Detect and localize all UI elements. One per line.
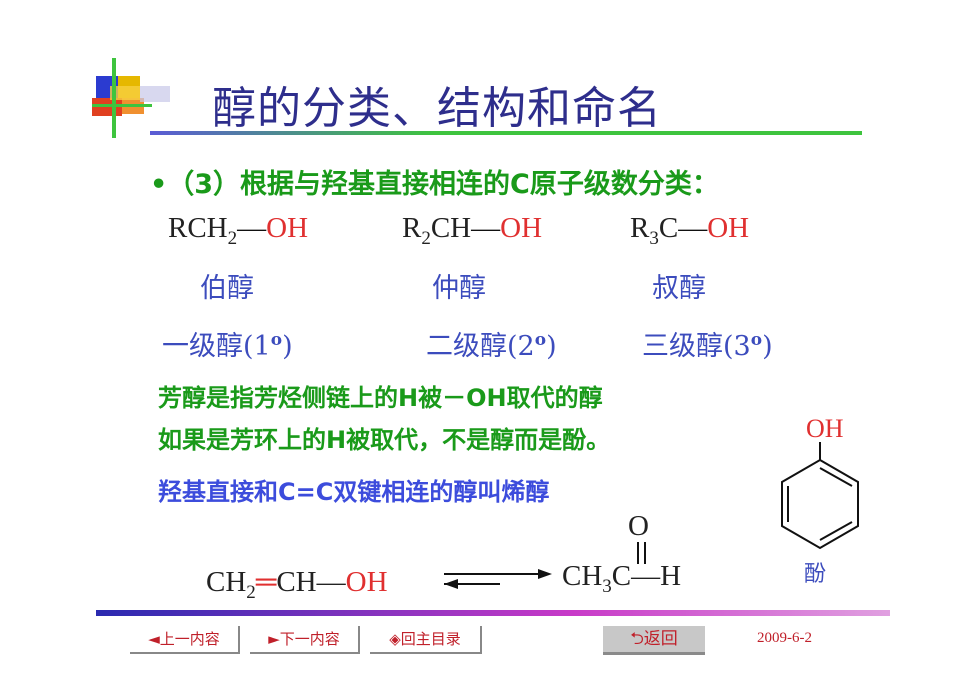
slide-date: 2009-6-2 xyxy=(757,630,812,646)
equilibrium-arrow-icon xyxy=(444,569,552,589)
primary-alcohol-name: 伯醇 xyxy=(200,273,254,304)
primary-alcohol-formula: RCH2—OH xyxy=(168,212,309,249)
title-divider xyxy=(150,131,862,135)
benzene-ring-icon xyxy=(781,442,859,550)
next-content-button[interactable]: ►下一内容 xyxy=(250,626,360,654)
back-button[interactable]: ⮌返回 xyxy=(603,626,705,655)
acetaldehyde-formula: CH3C—H xyxy=(562,560,682,597)
page-title: 醇的分类、结构和命名 xyxy=(212,83,662,134)
secondary-alcohol-name: 仲醇 xyxy=(432,273,486,304)
prev-content-button[interactable]: ◄上一内容 xyxy=(130,626,240,654)
aromatic-alcohol-note: 芳醇是指芳烃侧链上的H被－OH取代的醇 xyxy=(158,384,603,412)
enol-note: 羟基直接和C=C双键相连的醇叫烯醇 xyxy=(158,478,550,506)
footer-divider xyxy=(96,610,890,616)
degree-1-label: 一级醇(1o) xyxy=(162,330,293,362)
tertiary-alcohol-name: 叔醇 xyxy=(652,273,706,304)
phenol-oh-label: OH xyxy=(806,414,844,443)
classification-bullet: •（3）根据与羟基直接相连的C原子级数分类： xyxy=(150,169,719,200)
degree-3-label: 三级醇(3o) xyxy=(642,330,773,362)
carbonyl-double-bond-icon xyxy=(637,542,646,564)
enol-formula: CH2═CH—OH xyxy=(206,566,388,603)
degree-2-label: 二级醇(2o) xyxy=(426,330,557,362)
phenol-name: 酚 xyxy=(804,562,827,587)
slide-logo-icon xyxy=(92,58,170,138)
main-menu-button[interactable]: ◈回主目录 xyxy=(370,626,482,654)
secondary-alcohol-formula: R2CH—OH xyxy=(402,212,543,249)
phenol-note: 如果是芳环上的H被取代，不是醇而是酚。 xyxy=(158,426,611,454)
carbonyl-oxygen: O xyxy=(628,510,649,542)
tertiary-alcohol-formula: R3C—OH xyxy=(630,212,750,249)
